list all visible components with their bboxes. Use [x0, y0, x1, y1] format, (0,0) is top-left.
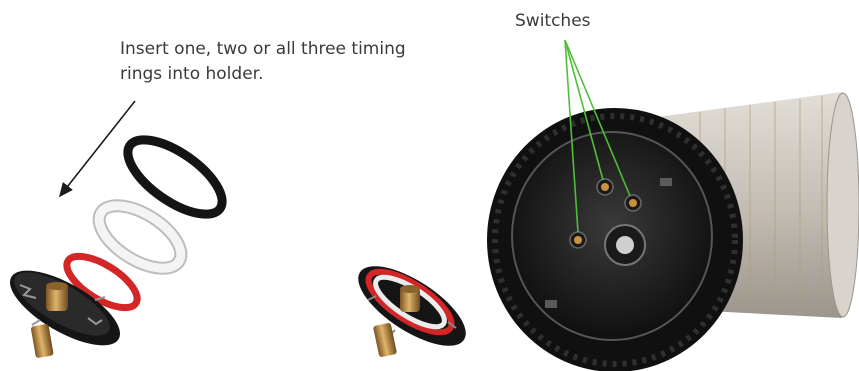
switch-leaders	[564, 39, 631, 233]
timing-ring-white	[92, 199, 188, 275]
holder-assembled	[358, 266, 466, 357]
insert-label-line-1: Insert one, two or all three timing	[120, 39, 406, 59]
switches-label: Switches	[515, 11, 591, 31]
holder-empty	[9, 270, 121, 358]
canister-face	[487, 108, 743, 371]
timing-ring-black	[123, 135, 227, 219]
timing-ring-red	[63, 252, 141, 312]
insert-arrow	[59, 100, 136, 198]
switch-1	[596, 178, 614, 196]
insert-label-line-2: rings into holder.	[120, 64, 264, 84]
switch-3	[569, 231, 587, 249]
switch-2	[624, 194, 642, 212]
insert-rings-label: Insert one, two or all three timing ring…	[120, 37, 406, 87]
